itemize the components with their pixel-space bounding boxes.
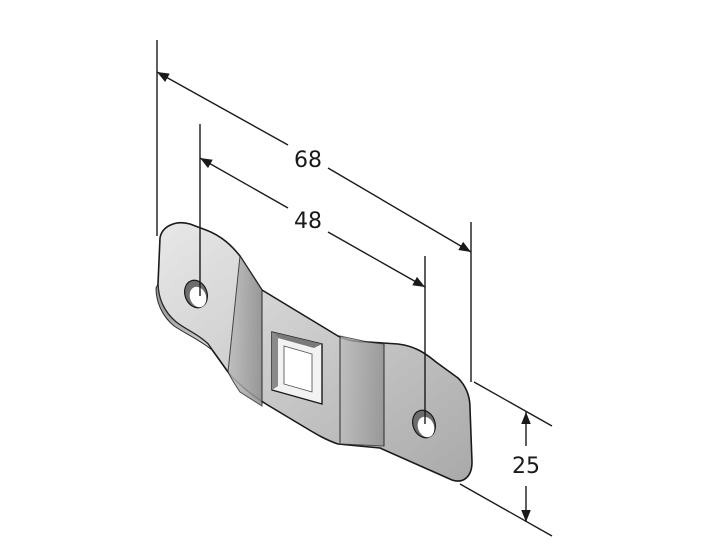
dimension-label-48: 48 (294, 209, 322, 234)
dimension-line (327, 167, 472, 253)
square-hole (271, 331, 323, 405)
extension-line (459, 483, 553, 537)
dimension-height: 25 (512, 412, 540, 522)
dimension-line (156, 71, 289, 146)
dimension-line (199, 157, 289, 209)
mounting-hole-left (184, 279, 208, 309)
dimension-label-25: 25 (512, 454, 540, 479)
bracket-edge (155, 283, 213, 351)
dimension-hole-spacing: 48 (199, 157, 426, 288)
mounting-hole-right (412, 409, 436, 439)
bracket-bend-left (227, 254, 263, 407)
bracket-bend-right (339, 335, 385, 447)
dimension-line (327, 231, 426, 288)
dimension-label-68: 68 (294, 148, 322, 173)
extension-line (473, 381, 553, 427)
bracket-part (155, 222, 473, 482)
dimension-overall-length: 68 (156, 71, 472, 253)
